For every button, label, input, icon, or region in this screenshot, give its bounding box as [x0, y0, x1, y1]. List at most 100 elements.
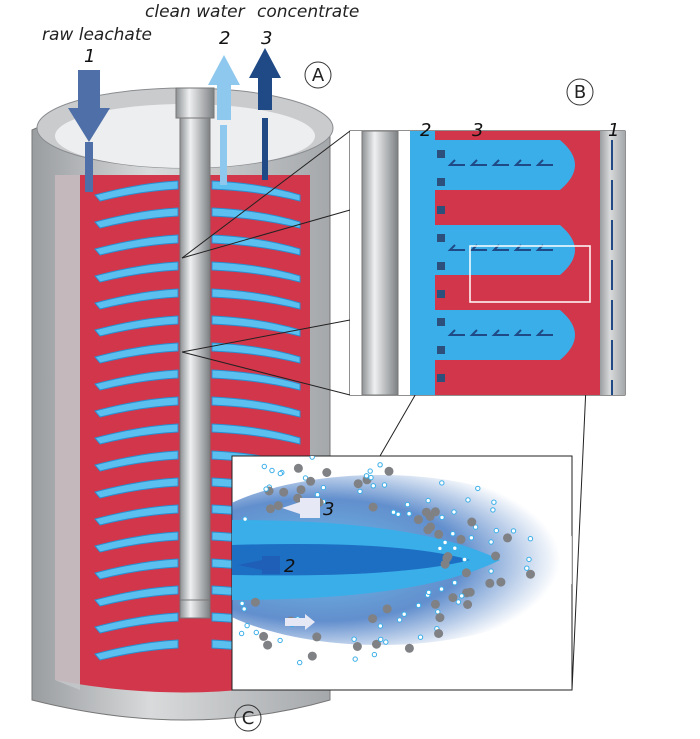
clean-water-flow-arrow-icon — [238, 556, 280, 574]
contaminant-particle — [430, 507, 440, 517]
spacer-block — [437, 150, 445, 158]
water-molecule — [377, 623, 384, 629]
membrane-disc — [94, 207, 179, 229]
spacer-block — [437, 206, 445, 214]
contaminant-particle — [485, 578, 495, 588]
contaminant-particle — [306, 476, 316, 486]
panel-a-marker — [304, 61, 332, 89]
contaminant-particle — [322, 468, 332, 477]
inlet-arrow-icon — [68, 70, 110, 142]
water-molecule — [490, 507, 496, 513]
inset-c-membrane-detail: 3 2 — [231, 455, 573, 691]
water-molecule — [417, 634, 424, 640]
contaminant-particle — [259, 631, 269, 641]
spacer-block — [437, 234, 445, 242]
panel-c-label: C — [242, 708, 255, 729]
contaminant-particle — [296, 485, 306, 495]
concentrate-flow-arrow-icon — [282, 498, 320, 518]
membrane-disc — [211, 315, 301, 337]
water-molecule — [371, 651, 378, 658]
flow-arrow-icon — [469, 329, 487, 336]
membrane-disc — [211, 207, 301, 229]
contaminant-particle — [307, 651, 317, 661]
water-molecule — [367, 468, 373, 474]
contaminant-particle — [368, 502, 378, 512]
water-molecule — [450, 531, 456, 537]
clean-water-label: clean water — [145, 2, 246, 22]
water-molecule — [401, 611, 407, 617]
raw-leachate-label: raw leachate — [42, 25, 152, 45]
water-molecule — [404, 501, 411, 508]
stream-3-number: 3 — [261, 28, 272, 49]
contaminant-particle — [293, 463, 303, 473]
contaminant-particle — [266, 504, 275, 514]
water-molecule — [239, 600, 245, 607]
contaminant-particle — [426, 522, 436, 532]
inset-b-stream-2: 2 — [420, 120, 431, 141]
contaminant-particle — [448, 593, 458, 603]
flow-arrow-icon — [513, 159, 531, 166]
water-molecule — [475, 485, 481, 492]
membrane-disc — [211, 342, 301, 364]
contaminant-particle — [312, 632, 322, 642]
inset-c-stream-2: 2 — [284, 556, 295, 577]
flow-arrow-icon — [469, 159, 487, 166]
inset-c-stream-3: 3 — [323, 499, 334, 520]
water-molecule — [277, 637, 283, 644]
water-molecule — [242, 516, 248, 522]
membrane-disc — [94, 477, 179, 499]
spacer-block — [437, 318, 445, 326]
concentrate-arrow-icon — [249, 48, 281, 110]
contaminant-particle — [434, 629, 444, 638]
stream-2-number: 2 — [219, 28, 230, 49]
clean-water-arrow-icon — [208, 55, 240, 120]
water-molecule — [455, 599, 462, 605]
water-molecule — [491, 499, 497, 505]
membrane-disc — [94, 585, 179, 607]
water-molecule — [472, 524, 479, 530]
water-molecule — [452, 545, 458, 551]
water-molecule — [524, 565, 530, 571]
water-molecule — [438, 586, 445, 592]
membrane-disc — [94, 369, 179, 391]
contaminant-particle — [273, 501, 283, 511]
flow-arrow-icon — [447, 329, 465, 336]
spacer-block — [437, 346, 445, 354]
membrane-disc — [94, 180, 179, 202]
membrane-disc — [211, 423, 301, 445]
contaminant-particle — [461, 568, 471, 578]
contaminant-particle — [250, 597, 260, 607]
inset-b-stream-3: 3 — [472, 120, 483, 141]
flow-arrow-icon — [535, 159, 553, 166]
water-molecule — [277, 470, 283, 477]
contaminant-particle — [421, 507, 431, 517]
water-molecule — [461, 556, 468, 563]
water-molecule — [351, 636, 357, 642]
water-molecule — [320, 484, 327, 491]
water-molecule — [363, 473, 370, 479]
water-molecule — [357, 488, 363, 495]
water-molecule — [465, 497, 471, 503]
water-molecule — [510, 528, 517, 534]
inset-b-detail: 2 3 1 — [349, 120, 626, 396]
contaminant-particle — [463, 600, 473, 609]
water-molecule — [370, 483, 376, 489]
flow-arrow-icon — [491, 329, 509, 336]
spacer-block — [437, 374, 445, 382]
water-molecule — [442, 539, 448, 546]
contaminant-particle — [465, 587, 475, 597]
water-molecule — [314, 492, 321, 498]
membrane-disc — [94, 288, 179, 310]
contaminant-particle — [404, 643, 414, 653]
flow-arrow-icon — [513, 329, 531, 336]
water-molecule — [439, 480, 445, 486]
membrane-disc — [211, 261, 301, 283]
water-molecule — [452, 580, 458, 586]
membrane-disc — [94, 531, 179, 553]
membrane-disc — [94, 450, 179, 472]
membrane-disc — [211, 288, 301, 310]
water-molecule — [468, 535, 475, 541]
threaded-connector — [175, 87, 215, 119]
flow-arrow-icon — [447, 159, 465, 166]
